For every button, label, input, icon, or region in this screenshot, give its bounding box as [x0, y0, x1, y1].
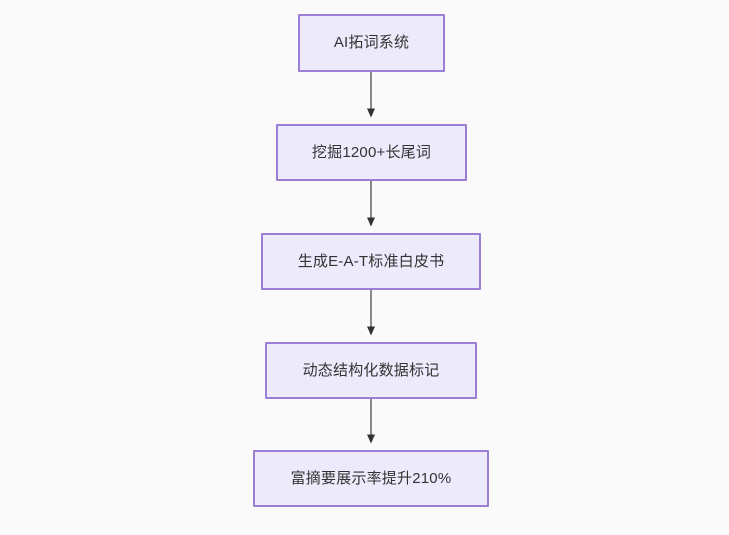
flow-node-label: 富摘要展示率提升210% [290, 469, 452, 487]
flow-node-label: 生成E-A-T标准白皮书 [297, 252, 445, 270]
flow-node-mine-longtail-keywords[interactable]: 挖掘1200+长尾词 [276, 124, 467, 181]
flow-node-dynamic-structured-data-markup[interactable]: 动态结构化数据标记 [265, 342, 477, 399]
flow-node-label: 挖掘1200+长尾词 [311, 143, 432, 161]
flow-node-ai-keyword-system[interactable]: AI拓词系统 [298, 14, 445, 72]
flow-node-rich-snippet-rate-increase[interactable]: 富摘要展示率提升210% [253, 450, 489, 507]
flow-node-label: 动态结构化数据标记 [302, 361, 440, 379]
flow-node-label: AI拓词系统 [333, 34, 410, 51]
flow-node-generate-eat-whitepaper[interactable]: 生成E-A-T标准白皮书 [261, 233, 481, 290]
